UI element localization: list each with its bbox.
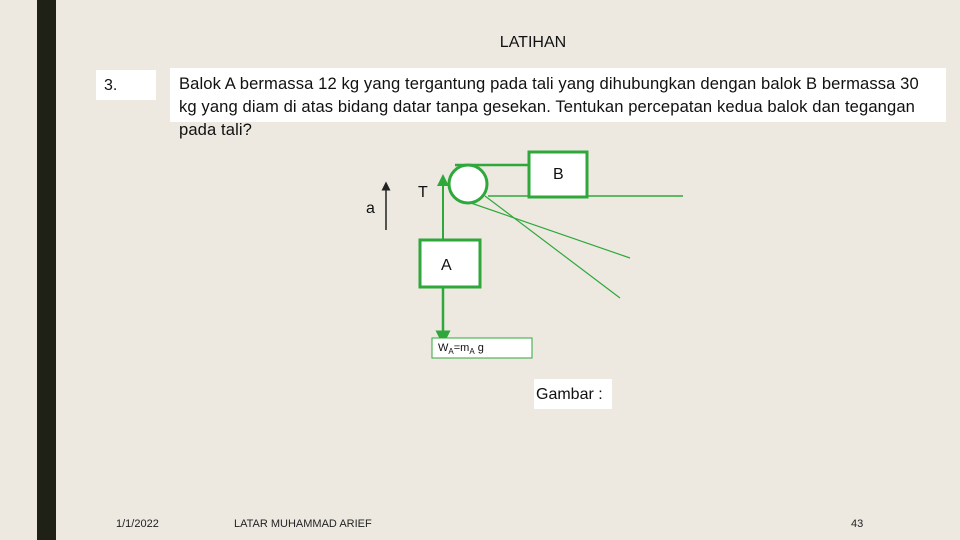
gravity-symbol: g bbox=[474, 342, 484, 354]
weight-symbol: W bbox=[438, 342, 449, 354]
question-box-bg bbox=[170, 68, 946, 122]
block-b-label: B bbox=[553, 166, 564, 183]
gambar-box-bg bbox=[534, 379, 612, 409]
left-decorative-bar bbox=[37, 0, 56, 540]
block-a-label: A bbox=[441, 257, 452, 274]
tension-label: T bbox=[418, 184, 428, 201]
question-text: Balok A bermassa 12 kg yang tergantung p… bbox=[179, 74, 919, 139]
footer-date: 1/1/2022 bbox=[116, 518, 159, 530]
weight-subscript: A bbox=[448, 347, 454, 357]
acceleration-label: a bbox=[366, 200, 375, 217]
question-number: 3. bbox=[104, 77, 118, 94]
footer-page-number: 43 bbox=[851, 518, 864, 530]
mass-subscript: A bbox=[469, 347, 475, 357]
pulley-support bbox=[467, 201, 631, 259]
weight-label-box bbox=[431, 337, 533, 359]
question-number-box: 3. bbox=[96, 70, 156, 100]
weight-equals-mass: =m bbox=[453, 342, 470, 354]
weight-formula: WA=mA g bbox=[438, 342, 484, 356]
slide-title: LATIHAN bbox=[499, 34, 567, 51]
footer-author: LATAR MUHAMMAD ARIEF bbox=[234, 518, 372, 530]
table-diagonal bbox=[484, 195, 621, 299]
gambar-label: Gambar : bbox=[536, 386, 603, 403]
block-a bbox=[418, 238, 482, 289]
pulley bbox=[447, 163, 489, 205]
block-b bbox=[527, 150, 589, 199]
